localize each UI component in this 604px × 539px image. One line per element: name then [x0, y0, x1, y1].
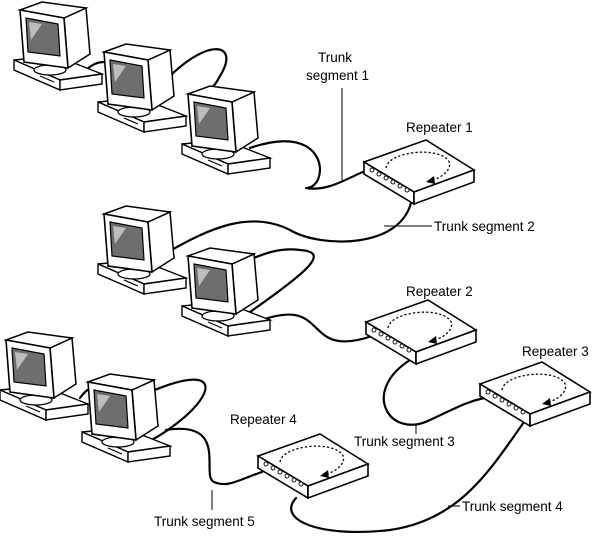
trunk-segment-3-cable [382, 358, 486, 426]
trunk-segment-4-cable [290, 420, 526, 534]
repeater-1-label: Repeater 1 [406, 120, 473, 135]
trunk-segment-5-label: Trunk segment 5 [154, 514, 255, 529]
repeater-3 [479, 361, 591, 427]
cable-pc6-to-pc7 [78, 388, 90, 400]
trunk-segment-3-label: Trunk segment 3 [354, 434, 455, 449]
trunk-segment-1-label-line1: Trunk [318, 50, 352, 65]
trunk-segment-1-cable [248, 140, 370, 190]
computer-2 [97, 43, 187, 133]
repeater-1 [363, 139, 475, 205]
computer-1 [13, 1, 103, 91]
trunk-segment-2-cable [166, 196, 414, 254]
trunk-segment-5-cable [164, 427, 264, 486]
repeater-3-label: Repeater 3 [522, 344, 589, 359]
computer-5 [181, 247, 271, 337]
trunk-segment-4-label: Trunk segment 4 [462, 499, 563, 514]
repeater-4 [257, 433, 369, 499]
computer-3 [181, 85, 271, 175]
repeater-2 [365, 299, 477, 365]
trunk-segment-1-label-line2: segment 1 [306, 68, 369, 83]
computer-6 [0, 331, 89, 421]
repeater-4-label: Repeater 4 [230, 412, 297, 427]
computer-4 [97, 205, 187, 295]
trunk-segment-2-label: Trunk segment 2 [434, 219, 535, 234]
cable-pc5-to-repeater2 [260, 313, 374, 343]
computer-7 [81, 373, 171, 463]
repeater-2-label: Repeater 2 [406, 284, 473, 299]
